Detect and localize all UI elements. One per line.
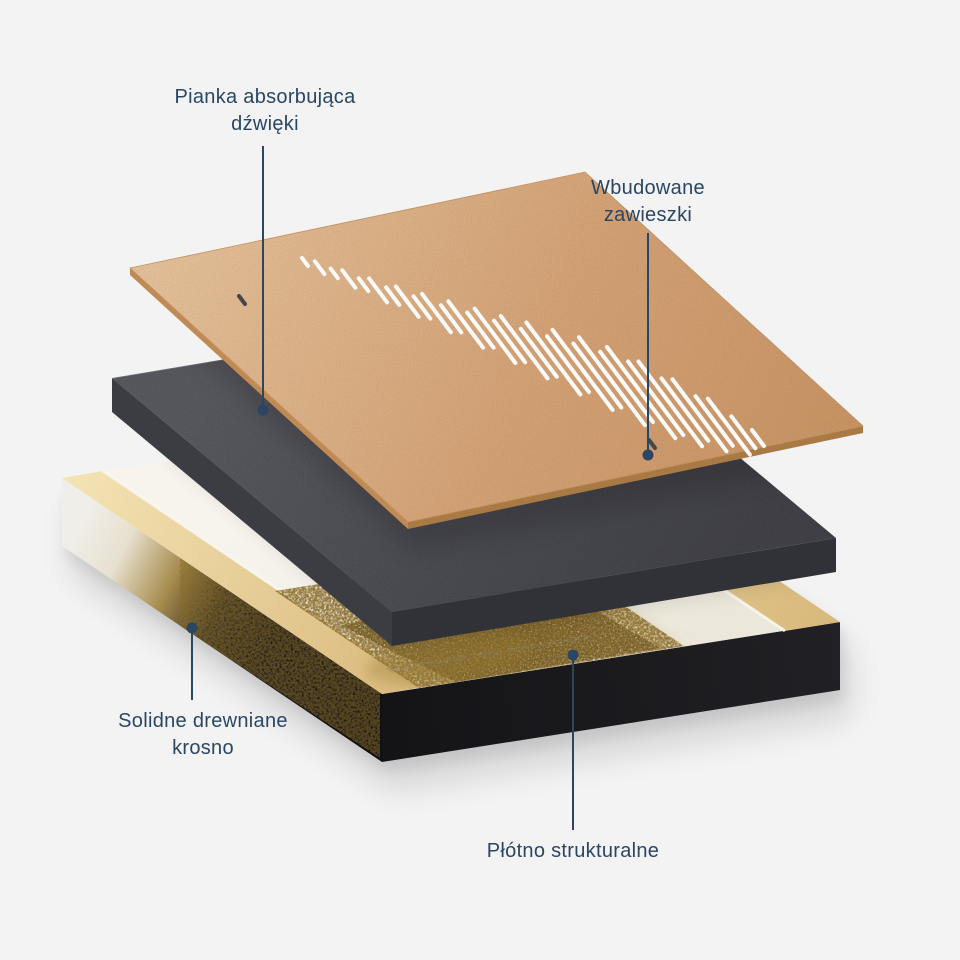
board-layer xyxy=(129,171,864,552)
soundwave-slot xyxy=(598,349,655,425)
soundwave-slot xyxy=(750,428,766,448)
soundwave-slot xyxy=(705,396,752,457)
soundwave-slot xyxy=(604,345,678,441)
leader-dot-hangers xyxy=(642,449,654,461)
soundwave-slot xyxy=(729,414,758,451)
soundwave-slot xyxy=(420,291,453,335)
soundwave-slot xyxy=(367,276,390,305)
soundwave-slot xyxy=(524,320,583,397)
soundwave-slot xyxy=(300,256,310,268)
label-frame-line1: Solidne drewniane xyxy=(118,710,288,732)
hanger-slot-right xyxy=(647,438,657,450)
soundwave-slot xyxy=(472,306,518,365)
label-foam-line1: Pianka absorbująca xyxy=(174,86,356,108)
canvas-side-left-gold-speckle xyxy=(180,558,380,758)
label-frame-line2: krosno xyxy=(172,737,234,759)
soundwave-slot xyxy=(312,259,327,277)
foam-side-left xyxy=(112,378,392,646)
canvas-side-front xyxy=(382,622,840,762)
soundwave-slot xyxy=(693,394,735,448)
gold-blob xyxy=(365,632,535,684)
board-side-left xyxy=(130,268,408,529)
foam-side-front xyxy=(392,538,836,646)
label-foam-line2: dźwięki xyxy=(231,113,299,135)
soundwave-slot xyxy=(446,299,486,350)
soundwave-slot xyxy=(438,303,464,335)
label-frame: Solidne drewniane krosno xyxy=(118,708,288,762)
soundwave-slot xyxy=(498,314,550,381)
leader-dot-canvas xyxy=(567,649,579,661)
label-hangers-line1: Wbudowane xyxy=(591,177,705,199)
label-canvas: Płótno strukturalne xyxy=(487,838,659,865)
soundwave-slot xyxy=(571,341,624,410)
label-hangers-line2: zawieszki xyxy=(603,204,693,226)
leader-dot-foam xyxy=(257,404,269,416)
soundwave-slot xyxy=(518,326,559,379)
soundwave-slot xyxy=(670,377,729,454)
soundwave-cutouts xyxy=(300,256,766,457)
soundwave-slot xyxy=(393,284,421,319)
soundwave-slot xyxy=(340,268,358,290)
soundwave-slot xyxy=(384,285,402,307)
soundwave-slot xyxy=(576,335,647,428)
label-hangers: Wbudowane zawieszki xyxy=(591,175,705,229)
soundwave-slot xyxy=(636,359,705,449)
soundwave-slot xyxy=(328,266,340,281)
soundwave-slot xyxy=(465,310,496,350)
leader-lines xyxy=(186,146,654,830)
stretcher-bar-left xyxy=(62,471,423,694)
soundwave-slot xyxy=(550,327,615,412)
soundwave-slot xyxy=(356,276,371,294)
hanger-slot-left xyxy=(237,294,247,306)
soundwave-slot xyxy=(659,376,711,443)
label-foam: Pianka absorbująca dźwięki xyxy=(174,84,355,138)
soundwave-slot xyxy=(492,318,528,365)
board-mdf-texture xyxy=(130,172,863,522)
soundwave-slot xyxy=(626,359,686,438)
leader-dot-frame xyxy=(186,622,198,634)
soundwave-slot xyxy=(411,294,433,321)
soundwave-slot xyxy=(545,334,591,395)
label-canvas-line1: Płótno strukturalne xyxy=(486,840,660,862)
